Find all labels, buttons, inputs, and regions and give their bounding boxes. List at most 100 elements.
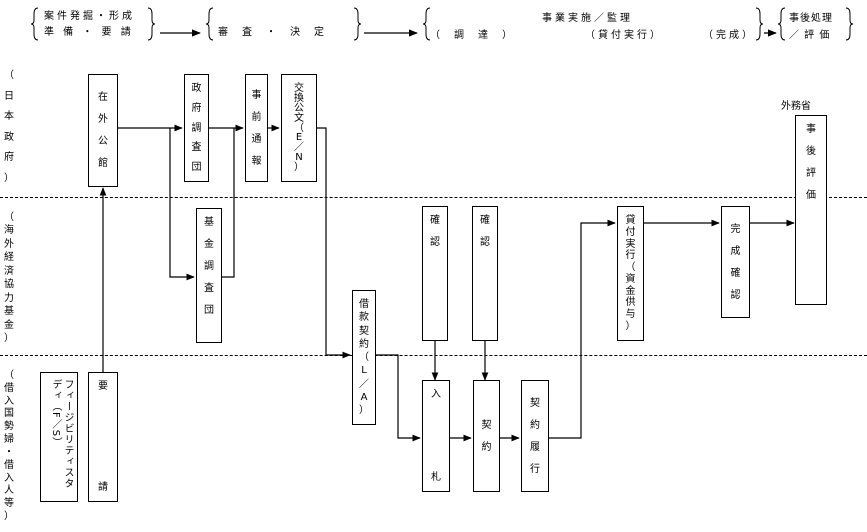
glyph: 約 bbox=[481, 441, 492, 453]
nyusatsu-box: 入札 bbox=[422, 380, 450, 492]
glyph: 基 bbox=[4, 306, 14, 318]
glyph: 本 bbox=[4, 111, 14, 123]
glyph: 実 bbox=[625, 238, 636, 250]
kansei-kakunin-box: 完成確認 bbox=[721, 206, 750, 318]
kashitsuke-jikko-box: 貸付実行（資金供与） bbox=[617, 206, 644, 341]
glyph: 府 bbox=[4, 152, 14, 164]
glyph: 外 bbox=[98, 114, 108, 125]
glyph: （ bbox=[294, 122, 304, 134]
glyph: 行 bbox=[530, 463, 540, 475]
row-label-fund: （ 海外経済協力基金 ） bbox=[2, 204, 16, 352]
glyph: 資 bbox=[625, 273, 636, 285]
glyph: 契 bbox=[530, 397, 540, 409]
glyph: 力 bbox=[4, 292, 14, 304]
row-label-borrower: （借入国勢婦・借入人等） bbox=[2, 362, 16, 530]
glyph: （ bbox=[4, 212, 14, 223]
glyph: 与 bbox=[625, 309, 636, 321]
glyph: 査 bbox=[191, 142, 202, 154]
ministry-label: 外務省 bbox=[781, 101, 811, 112]
glyph: 調 bbox=[191, 122, 202, 134]
glyph: 政 bbox=[4, 131, 14, 143]
glyph: 入 bbox=[431, 389, 441, 400]
glyph: 事 bbox=[806, 124, 816, 135]
glyph: 人 bbox=[4, 485, 14, 497]
glyph: ／ bbox=[294, 142, 304, 154]
glyph: 基 bbox=[204, 217, 214, 228]
glyph: 完 bbox=[730, 223, 741, 235]
glyph: （ bbox=[359, 352, 369, 363]
glyph: 入 bbox=[4, 472, 14, 484]
glyph: 勢 bbox=[4, 421, 14, 433]
stage2-label: 審 査 ・ 決 定 bbox=[218, 27, 326, 38]
keiyaku-rikou-box: 契約履行 bbox=[521, 380, 549, 492]
glyph: 金 bbox=[4, 319, 14, 331]
glyph: ） bbox=[294, 162, 304, 173]
glyph: 借 bbox=[359, 299, 369, 310]
glyph: 府 bbox=[191, 102, 202, 114]
glyph: A bbox=[360, 391, 368, 403]
stage3-disbursement: （貸付実行） bbox=[585, 30, 663, 41]
glyph: 公 bbox=[98, 136, 108, 147]
glyph: 付 bbox=[625, 226, 636, 238]
glyph: 借 bbox=[4, 459, 14, 471]
glyph: 在 bbox=[98, 92, 108, 103]
glyph: 成 bbox=[730, 245, 741, 257]
header-brackets bbox=[30, 7, 854, 41]
glyph: ） bbox=[359, 405, 369, 416]
glyph: 認 bbox=[430, 237, 440, 248]
glyph: N bbox=[295, 152, 303, 164]
glyph: 等 bbox=[4, 498, 14, 510]
stage1-line1: 案件発掘・形成 bbox=[44, 11, 135, 22]
glyph: 通 bbox=[251, 133, 262, 145]
glyph: 査 bbox=[204, 283, 214, 294]
stage3-procurement: （ 調 達 ） bbox=[430, 30, 514, 41]
glyph: 価 bbox=[806, 190, 816, 201]
glyph: 団 bbox=[191, 162, 202, 173]
glyph: 日 bbox=[4, 90, 14, 102]
glyph: 調 bbox=[204, 261, 214, 272]
glyph: 約 bbox=[359, 338, 369, 350]
glyph: 認 bbox=[730, 289, 741, 301]
glyph: 確 bbox=[730, 267, 741, 279]
separator-government bbox=[0, 197, 867, 198]
glyph: 協 bbox=[4, 279, 14, 291]
glyph: 国 bbox=[4, 408, 14, 420]
glyph: 確 bbox=[430, 215, 440, 226]
glyph: 政 bbox=[191, 83, 202, 94]
glyph: 契 bbox=[359, 325, 369, 337]
stage3-title: 事業実施／監理 bbox=[542, 13, 633, 24]
seifu-chosadan-box: 政府調査団 bbox=[184, 74, 209, 182]
stage3-completion: （完成） bbox=[703, 30, 755, 41]
glyph: ／ bbox=[359, 378, 369, 390]
glyph: 文 bbox=[294, 112, 304, 124]
glyph: （ bbox=[4, 370, 14, 381]
glyph: 契 bbox=[481, 419, 492, 431]
glyph: 評 bbox=[806, 168, 816, 179]
glyph: 海 bbox=[4, 225, 14, 237]
fs-label: フィージビリティスタディ（F／S） bbox=[50, 379, 73, 489]
yousei-box: 要請 bbox=[88, 372, 118, 502]
glyph: L bbox=[361, 365, 367, 377]
stage4-line1: 事後処理 bbox=[789, 13, 833, 24]
glyph: 履 bbox=[530, 441, 540, 453]
fs-box: フィージビリティスタディ（F／S） bbox=[40, 372, 78, 502]
glyph: 済 bbox=[4, 265, 14, 277]
glyph: 前 bbox=[251, 111, 262, 123]
glyph: 金 bbox=[204, 239, 214, 250]
glyph: 札 bbox=[431, 472, 441, 483]
glyph: 団 bbox=[204, 305, 214, 316]
glyph: 金 bbox=[625, 285, 636, 297]
glyph: 外 bbox=[4, 238, 14, 250]
glyph: 約 bbox=[530, 419, 540, 431]
glyph: 経 bbox=[4, 252, 14, 264]
glyph: 婦 bbox=[4, 434, 14, 446]
glyph: E bbox=[295, 132, 303, 144]
glyph: ） bbox=[4, 333, 14, 344]
glyph: 貸 bbox=[625, 215, 636, 226]
glyph: 款 bbox=[359, 312, 369, 324]
jigo-hyoka-box: 事後評価 bbox=[795, 115, 827, 305]
glyph: ） bbox=[4, 511, 14, 522]
kikin-chosadan-box: 基金調査団 bbox=[196, 208, 222, 343]
